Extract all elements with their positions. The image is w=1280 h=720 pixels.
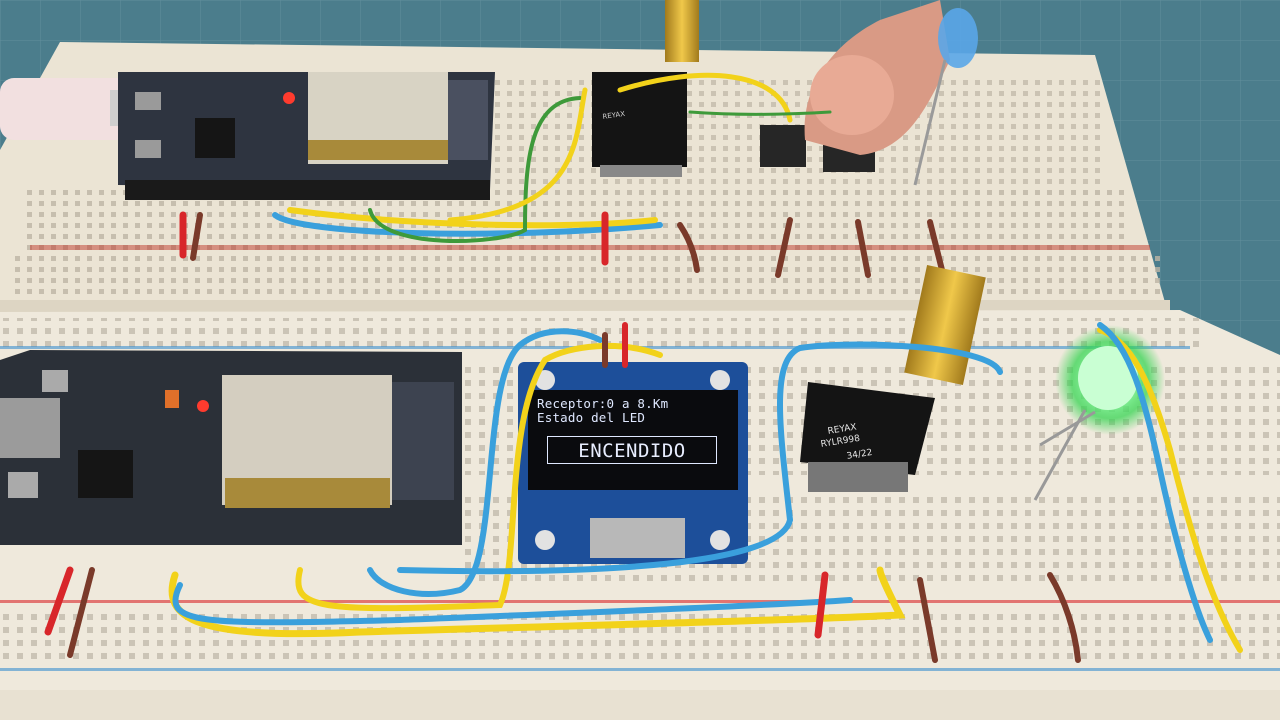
oled-receiver-line: Receptor:0 a 8.Km — [537, 396, 669, 411]
green-led — [1033, 325, 1165, 501]
upper-wires — [179, 72, 945, 278]
oled-screen — [528, 390, 738, 490]
blue-led-top — [913, 8, 978, 186]
esp32-board-bottom — [0, 350, 462, 545]
finger — [804, 0, 950, 155]
power-led-bottom — [197, 400, 209, 412]
power-led-top — [283, 92, 295, 104]
oled-status-box: ENCENDIDO — [547, 436, 717, 464]
lower-wires — [44, 322, 1243, 663]
oled-text-area: Receptor:0 a 8.Km Estado del LED ENCENDI… — [537, 396, 727, 476]
esp32-board-top — [118, 72, 495, 200]
antenna-top — [665, 0, 699, 62]
rylr998-module-top — [592, 0, 699, 177]
oled-led-state-label: Estado del LED — [537, 410, 646, 425]
oled-status-text: ENCENDIDO — [578, 440, 686, 462]
